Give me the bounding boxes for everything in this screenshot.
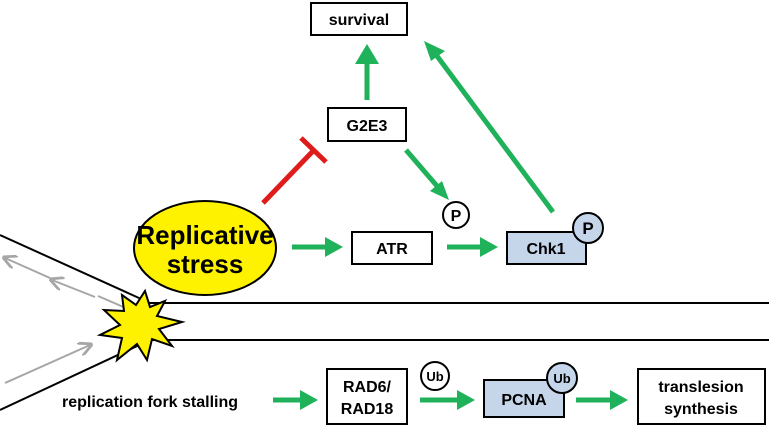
lower-strand-arrow xyxy=(4,345,90,384)
rad-ub-mark: Ub xyxy=(420,361,450,391)
stress-label-line1: Replicative xyxy=(136,220,273,250)
g2e3-to-survival-arrowhead xyxy=(355,44,379,64)
phospho-circle xyxy=(572,212,604,244)
chk1-to-survival-arrowhead xyxy=(424,41,445,61)
survival-label: survival xyxy=(329,12,389,29)
pcna-ub-mark: Ub xyxy=(546,362,578,394)
rad6-rad18-node: RAD6/ RAD18 xyxy=(326,368,408,425)
stress-inhibits-g2e3-line xyxy=(261,148,316,205)
rad6-rad18-box xyxy=(326,368,408,425)
chk1-node: Chk1 xyxy=(506,231,587,265)
chk1-label: Chk1 xyxy=(526,241,565,258)
ubiquitin-label: Ub xyxy=(426,369,443,384)
activation-arrows xyxy=(292,41,556,257)
inhibition-bar xyxy=(299,136,328,164)
phospho-label: P xyxy=(451,208,462,225)
replicative-stress-node: Replicative stress xyxy=(133,200,277,296)
survival-node: survival xyxy=(310,2,408,36)
translesion-box xyxy=(637,368,766,425)
translesion-label: translesion xyxy=(658,379,743,396)
translesion-node: translesion synthesis xyxy=(637,368,766,425)
fork-upper-strand xyxy=(0,234,151,304)
pcna-label: PCNA xyxy=(501,392,547,409)
lower-activation-arrows xyxy=(273,390,628,410)
atr-phospho-mark: P xyxy=(442,201,470,229)
rad6-label: RAD6/ xyxy=(343,379,392,396)
pcna-to-tls-arrowhead xyxy=(610,390,628,410)
rad-to-pcna-arrowhead xyxy=(457,390,475,410)
g2e3-to-atr-arrowhead xyxy=(430,181,449,200)
nascent-strand-arrows xyxy=(4,258,129,384)
g2e3-box xyxy=(327,107,407,142)
replication-fork xyxy=(0,234,769,411)
fork-stall-starburst xyxy=(96,288,186,363)
atr-box xyxy=(351,231,433,265)
chk1-phospho-mark: P xyxy=(572,212,604,244)
synthesis-label: synthesis xyxy=(664,401,738,418)
atr-node: ATR xyxy=(351,231,433,265)
lagging-strand-arrow-1 xyxy=(52,280,96,298)
stress-ellipse xyxy=(133,200,277,296)
chk1-to-survival-line xyxy=(434,54,556,214)
stall-to-rad-arrowhead xyxy=(300,390,318,410)
g2e3-label: G2E3 xyxy=(347,118,388,135)
fork-stalling-label: replication fork stalling xyxy=(62,394,238,411)
chk1-box xyxy=(506,231,587,265)
atr-label: ATR xyxy=(376,241,408,258)
stress-label-line2: stress xyxy=(167,249,244,279)
stress-to-atr-arrowhead xyxy=(325,237,343,257)
ubiquitin-label: Ub xyxy=(553,371,570,386)
atr-to-chk1-arrowhead xyxy=(480,237,498,257)
ubiquitin-circle xyxy=(546,362,578,394)
inhibition-mark xyxy=(261,136,328,205)
survival-box xyxy=(310,2,408,36)
phospho-label: P xyxy=(582,219,593,238)
leading-strand-arrow xyxy=(5,258,51,279)
ubiquitin-circle xyxy=(420,361,450,391)
g2e3-to-atr-line xyxy=(404,148,439,188)
phospho-circle xyxy=(442,201,470,229)
g2e3-node: G2E3 xyxy=(327,107,407,142)
rad18-label: RAD18 xyxy=(341,401,394,418)
